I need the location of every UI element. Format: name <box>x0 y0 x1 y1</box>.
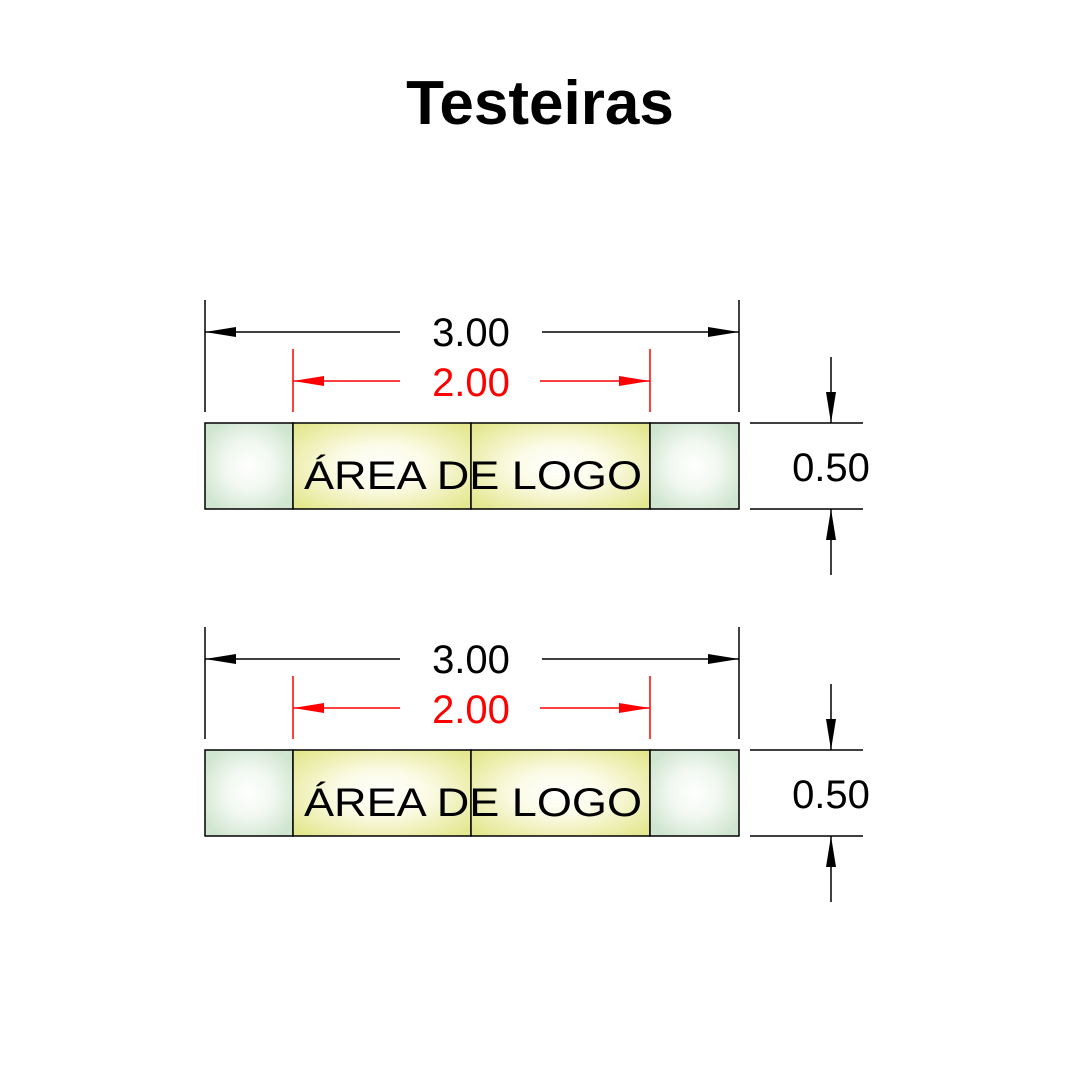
testeira-drawing-1: 3.00 2.00 ÁREA DE LOGO 0.50 <box>204 300 870 575</box>
height-dimension: 0.50 <box>750 684 870 902</box>
arrow-right-icon <box>708 654 739 664</box>
arrow-right-icon <box>619 703 650 713</box>
side-panel-right <box>649 749 740 837</box>
overall-width-label: 3.00 <box>432 311 510 355</box>
arrow-right-icon <box>619 376 650 386</box>
logo-width-label: 2.00 <box>432 688 510 732</box>
arrow-up-icon <box>826 836 836 867</box>
logo-area-label: ÁREA DE LOGO <box>304 780 642 825</box>
overall-width-dimension: 3.00 <box>204 627 740 739</box>
logo-panel-left <box>292 422 472 510</box>
logo-width-dimension: 2.00 <box>292 676 651 739</box>
page-title: Testeiras <box>406 69 674 138</box>
height-label: 0.50 <box>792 773 870 817</box>
height-dimension: 0.50 <box>750 357 870 575</box>
arrow-left-icon <box>205 654 236 664</box>
arrow-left-icon <box>293 376 324 386</box>
overall-width-label: 3.00 <box>432 638 510 682</box>
arrow-down-icon <box>826 719 836 750</box>
logo-area-label: ÁREA DE LOGO <box>304 453 642 498</box>
arrow-left-icon <box>293 703 324 713</box>
logo-panel-right <box>470 422 651 510</box>
logo-width-dimension: 2.00 <box>292 349 651 412</box>
arrow-right-icon <box>708 327 739 337</box>
logo-width-label: 2.00 <box>432 361 510 405</box>
side-panel-right <box>649 422 740 510</box>
arrow-left-icon <box>205 327 236 337</box>
side-panel-left <box>204 422 294 510</box>
testeira-drawing-2: 3.00 2.00 ÁREA DE LOGO 0.50 <box>204 627 870 902</box>
arrow-down-icon <box>826 392 836 423</box>
arrow-up-icon <box>826 509 836 540</box>
height-label: 0.50 <box>792 446 870 490</box>
logo-panel-left <box>292 749 472 837</box>
side-panel-left <box>204 749 294 837</box>
overall-width-dimension: 3.00 <box>204 300 740 412</box>
